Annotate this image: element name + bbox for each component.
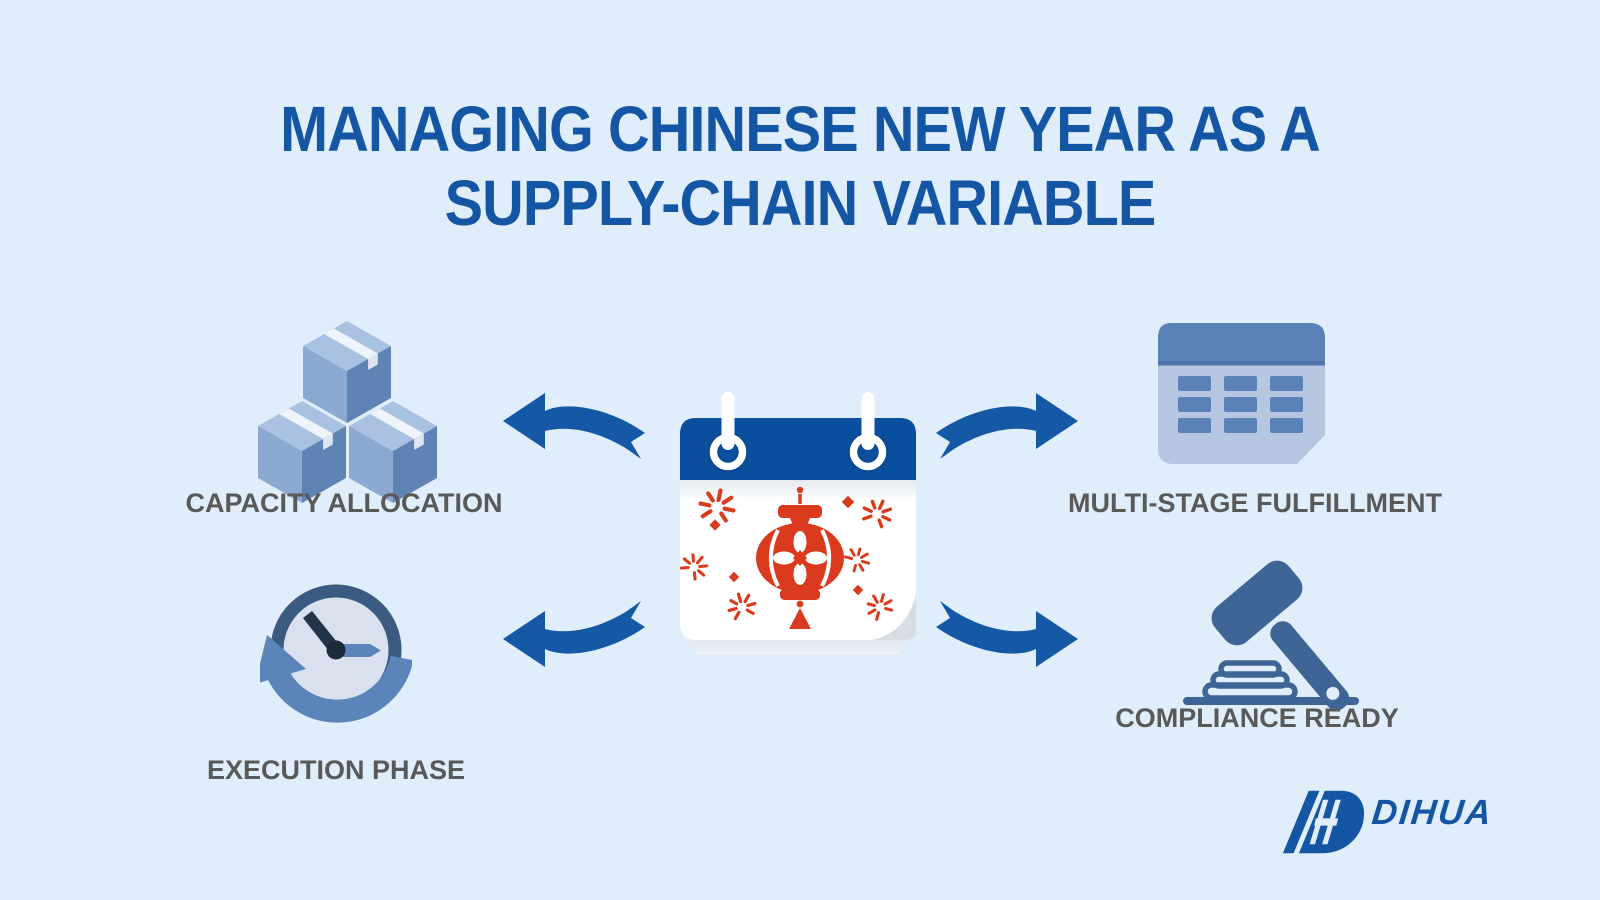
arrow-to-compliance-ready <box>936 601 1078 667</box>
page-title: MANAGING CHINESE NEW YEAR AS A SUPPLY-CH… <box>0 92 1600 240</box>
title-line-1: MANAGING CHINESE NEW YEAR AS A <box>280 93 1321 165</box>
calendar-grid-icon <box>1158 323 1325 464</box>
dihua-logo-mark <box>1282 790 1364 854</box>
chinese-new-year-calendar-icon <box>677 392 916 655</box>
label-capacity-allocation: CAPACITY ALLOCATION <box>185 488 503 518</box>
arrow-to-execution-phase <box>503 601 645 667</box>
arrow-to-multi-stage-fulfillment <box>936 393 1078 459</box>
label-multi-stage-fulfillment: MULTI-STAGE FULFILLMENT <box>1068 488 1442 518</box>
gavel-icon <box>1183 560 1359 711</box>
clock-history-icon <box>260 584 412 723</box>
arrow-to-capacity-allocation <box>503 393 645 459</box>
boxes-icon <box>258 321 437 503</box>
dihua-logo-text: DIHUA <box>1370 793 1495 832</box>
label-execution-phase: EXECUTION PHASE <box>206 755 466 785</box>
title-line-2: SUPPLY-CHAIN VARIABLE <box>444 167 1157 239</box>
label-compliance-ready: COMPLIANCE READY <box>1115 703 1399 733</box>
red-lantern-icon <box>756 486 844 629</box>
